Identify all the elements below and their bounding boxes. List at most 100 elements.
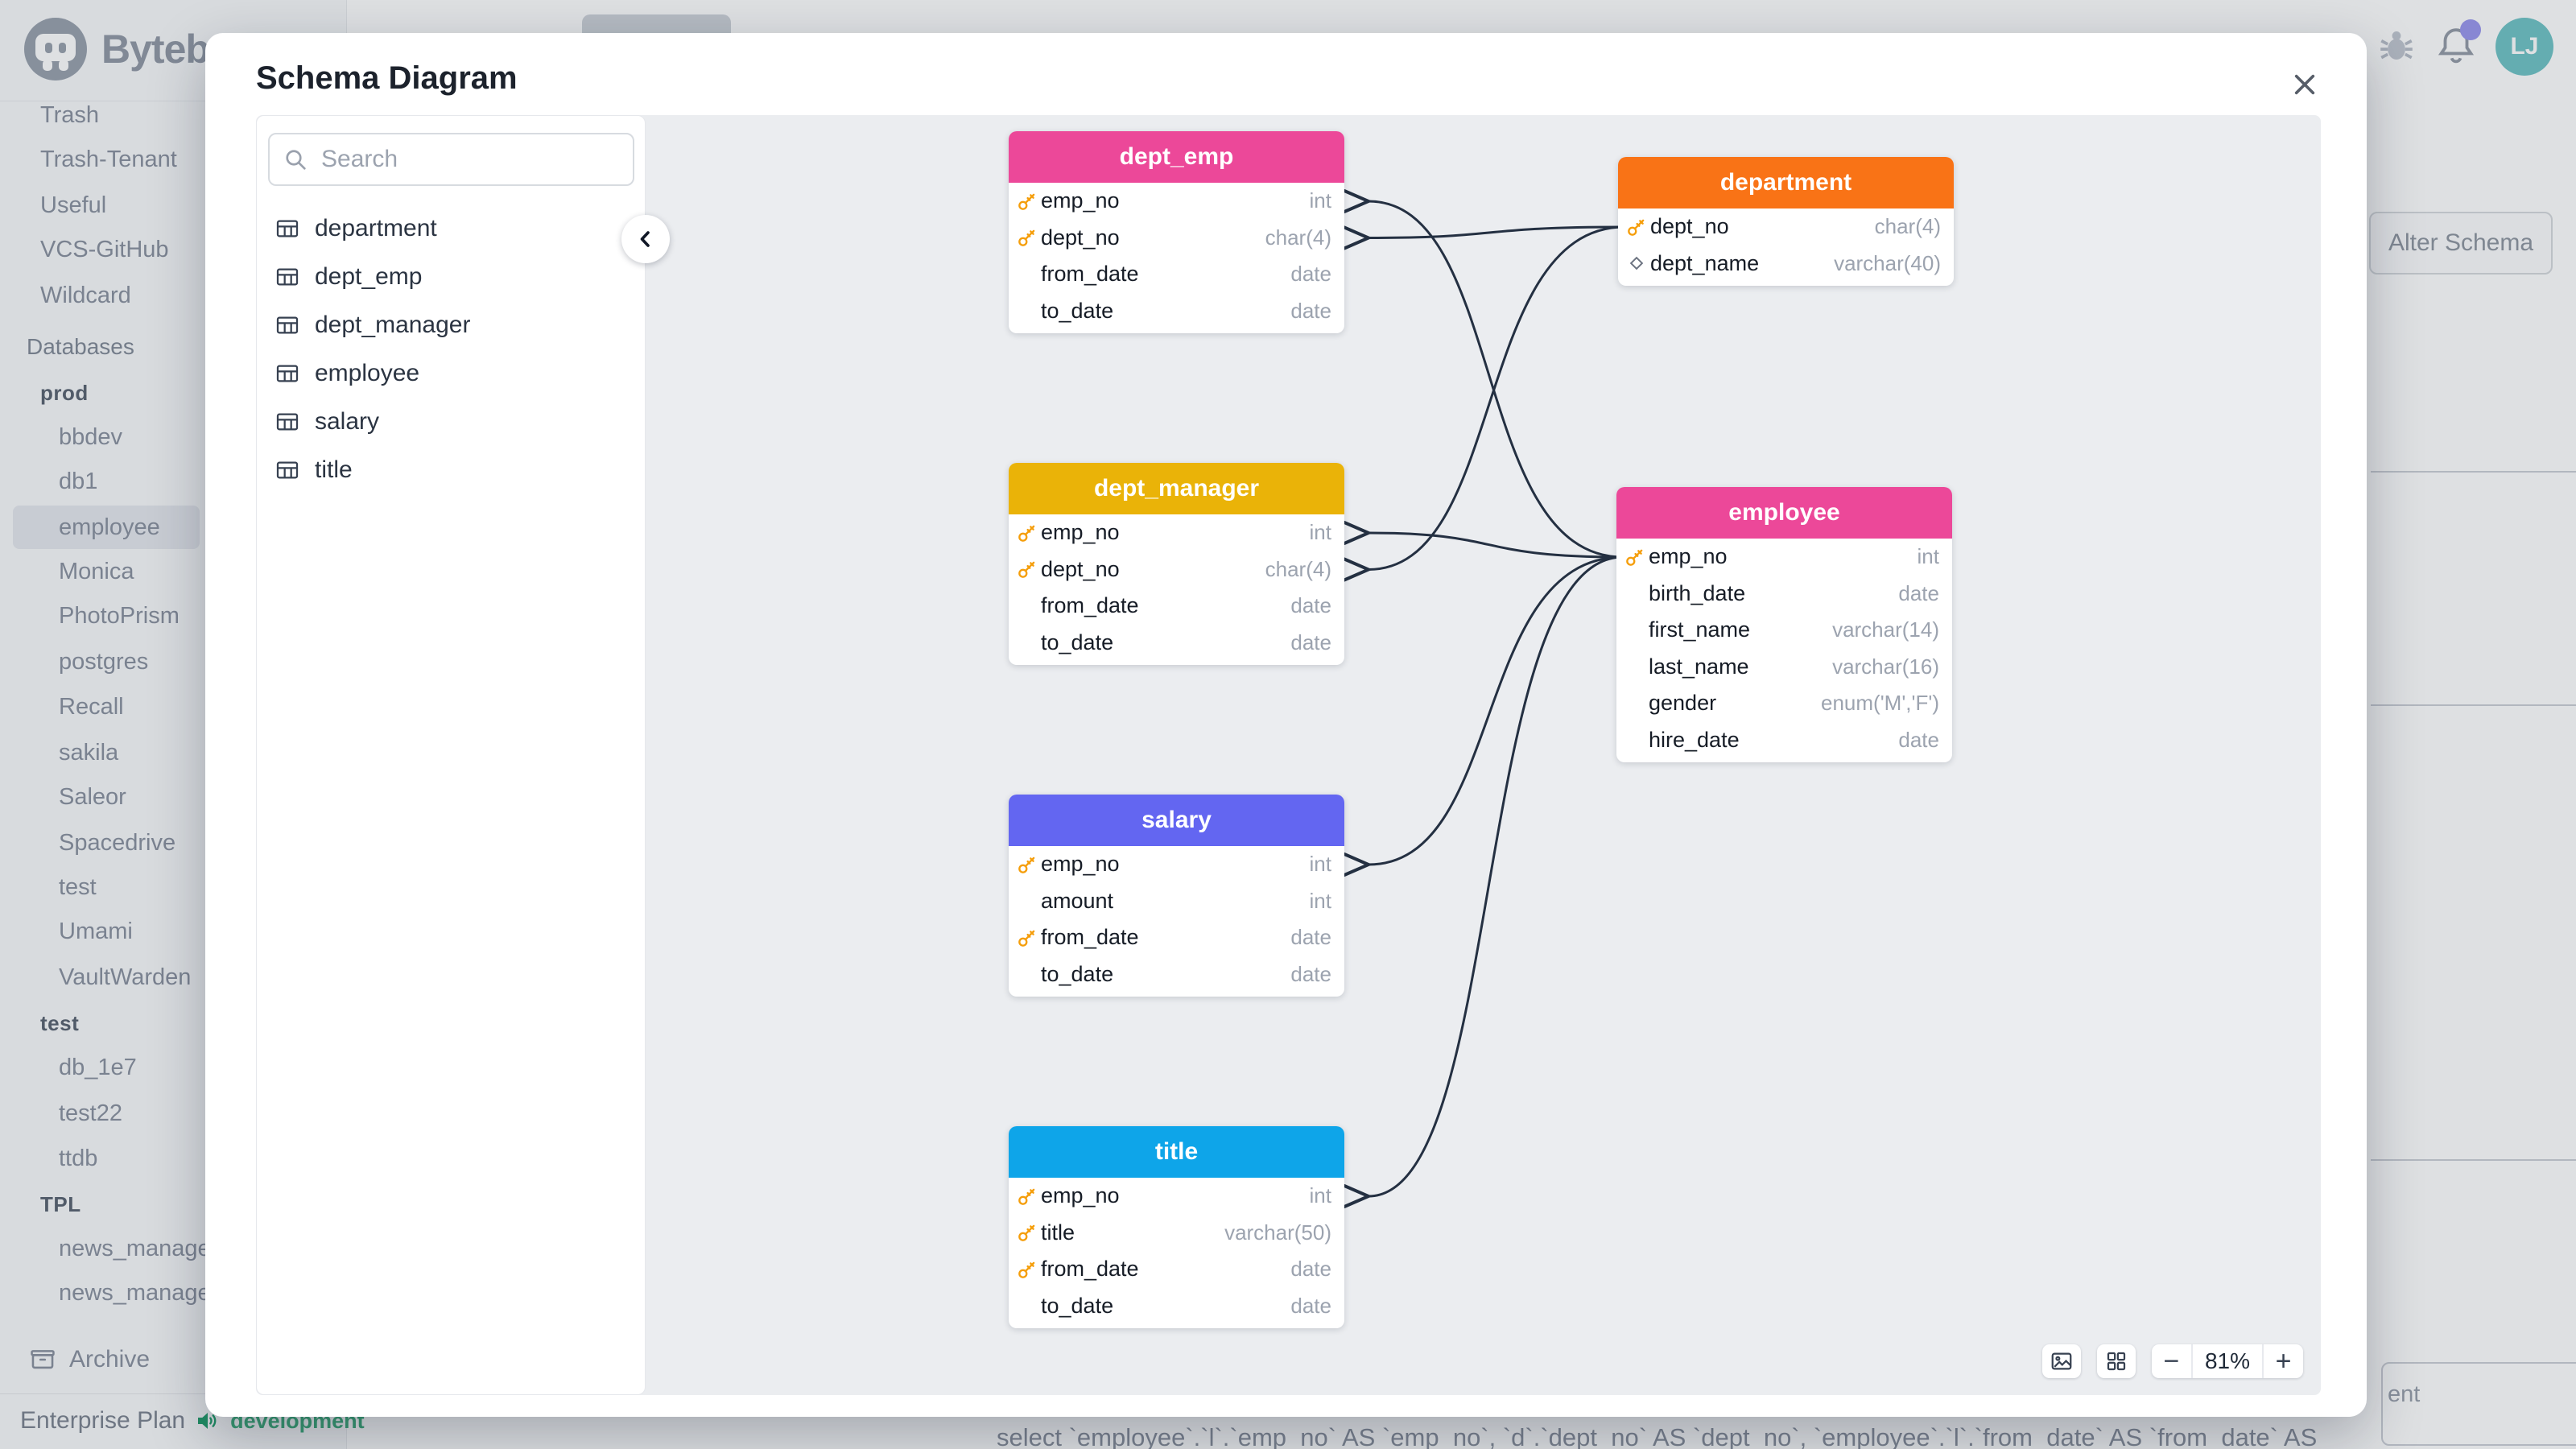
image-icon xyxy=(2051,1352,2072,1370)
sidebar-db-spacedrive[interactable]: Spacedrive xyxy=(59,830,176,856)
fk-arrow xyxy=(1343,557,1373,582)
key-icon xyxy=(1018,193,1035,210)
chevron-left-icon xyxy=(640,231,650,247)
sidebar-db-umami[interactable]: Umami xyxy=(59,919,133,944)
sidebar-db-postgres[interactable]: postgres xyxy=(59,649,149,675)
table-list-item-dept_emp[interactable]: dept_emp xyxy=(257,253,645,301)
background-table-divider xyxy=(2371,704,2576,706)
fk-arrow xyxy=(1343,521,1373,545)
close-icon xyxy=(2294,74,2315,95)
collapse-panel-button[interactable] xyxy=(621,215,670,263)
relation-lines xyxy=(1343,189,1625,1208)
sidebar-db-recall[interactable]: Recall xyxy=(59,694,124,720)
notifications-button[interactable] xyxy=(2434,19,2481,71)
sidebar-db-ttdb[interactable]: ttdb xyxy=(59,1146,98,1171)
fk-line xyxy=(1368,225,1625,571)
search-input[interactable] xyxy=(320,145,597,174)
table-icon xyxy=(276,461,299,479)
table-icon xyxy=(276,365,299,382)
sidebar-footer-divider xyxy=(0,1393,346,1394)
sidebar-db-monica[interactable]: Monica xyxy=(59,559,134,584)
fk-line xyxy=(1368,200,1624,559)
table-list-item-title[interactable]: title xyxy=(257,446,645,494)
er-card-title: dept_emp xyxy=(1009,131,1344,183)
sql-statement-text: select `employee`.`l`.`emp_no` AS `emp_n… xyxy=(997,1423,2318,1449)
sidebar-db-test22[interactable]: test22 xyxy=(59,1100,122,1126)
sidebar-db-bbdev[interactable]: bbdev xyxy=(59,424,123,450)
zoom-out-button[interactable]: − xyxy=(2163,1345,2180,1377)
sidebar-db-vaultwarden[interactable]: VaultWarden xyxy=(59,964,192,990)
plan-label[interactable]: Enterprise Plan xyxy=(20,1407,186,1434)
bytebase-logo-icon xyxy=(24,18,87,80)
key-icon xyxy=(1018,1224,1035,1242)
sidebar-db-news_manage[interactable]: news_manage xyxy=(59,1280,211,1306)
fk-line xyxy=(1368,531,1624,559)
fk-arrow xyxy=(1343,189,1373,213)
table-list-item-department[interactable]: department xyxy=(257,204,645,253)
key-icon xyxy=(1018,229,1035,247)
key-icon xyxy=(1018,1261,1035,1278)
topbar-icons: LJ xyxy=(2376,18,2553,76)
sidebar-item-archive[interactable]: Archive xyxy=(29,1338,150,1381)
modal-title: Schema Diagram xyxy=(256,60,518,96)
sidebar-db-db_1e7[interactable]: db_1e7 xyxy=(59,1055,137,1080)
sidebar-db-news_manage[interactable]: news_manage xyxy=(59,1236,211,1261)
sidebar-item-useful[interactable]: Useful xyxy=(40,192,107,218)
sidebar-item-trash[interactable]: Trash xyxy=(40,102,100,128)
er-card-title: dept_manager xyxy=(1009,463,1344,514)
sidebar-db-db1[interactable]: db1 xyxy=(59,469,98,494)
sidebar-group-prod[interactable]: prod xyxy=(40,381,89,405)
zoom-level: 81% xyxy=(2190,1344,2264,1378)
bug-icon[interactable] xyxy=(2376,27,2417,67)
archive-icon xyxy=(31,1350,55,1369)
auto-layout-button[interactable] xyxy=(2097,1344,2136,1378)
close-button[interactable] xyxy=(2287,67,2322,102)
fk-line xyxy=(1368,555,1624,866)
table-list-item-employee[interactable]: employee xyxy=(257,349,645,398)
key-icon xyxy=(1628,219,1645,236)
sidebar-group-test[interactable]: test xyxy=(40,1011,80,1035)
diamond-icon xyxy=(1629,256,1644,270)
avatar[interactable]: LJ xyxy=(2496,18,2553,76)
er-card-title: department xyxy=(1618,157,1954,208)
export-image-button[interactable] xyxy=(2042,1344,2081,1378)
sidebar-db-employee[interactable]: employee xyxy=(13,506,200,549)
sidebar-item-trash-tenant[interactable]: Trash-Tenant xyxy=(40,147,177,172)
sidebar-group-tpl[interactable]: TPL xyxy=(40,1192,81,1216)
sidebar-item-wildcard[interactable]: Wildcard xyxy=(40,283,131,308)
key-icon xyxy=(1018,525,1035,542)
fk-line xyxy=(1368,225,1625,239)
key-icon xyxy=(1018,561,1035,579)
alter-schema-button[interactable]: Alter Schema xyxy=(2369,212,2553,275)
fk-arrow xyxy=(1343,1184,1373,1208)
sidebar-item-vcs-github[interactable]: VCS-GitHub xyxy=(40,237,169,262)
table-list-item-salary[interactable]: salary xyxy=(257,398,645,446)
zoom-in-button[interactable]: + xyxy=(2275,1345,2292,1377)
sidebar-db-saleor[interactable]: Saleor xyxy=(59,784,126,810)
sidebar-db-photoprism[interactable]: PhotoPrism xyxy=(59,603,180,629)
table-list-item-dept_manager[interactable]: dept_manager xyxy=(257,301,645,349)
sidebar-db-sakila[interactable]: sakila xyxy=(59,740,119,766)
zoom-control: − 81% + xyxy=(2152,1344,2303,1378)
sidebar-db-test[interactable]: test xyxy=(59,874,97,900)
grid-layout-icon xyxy=(2107,1352,2126,1371)
